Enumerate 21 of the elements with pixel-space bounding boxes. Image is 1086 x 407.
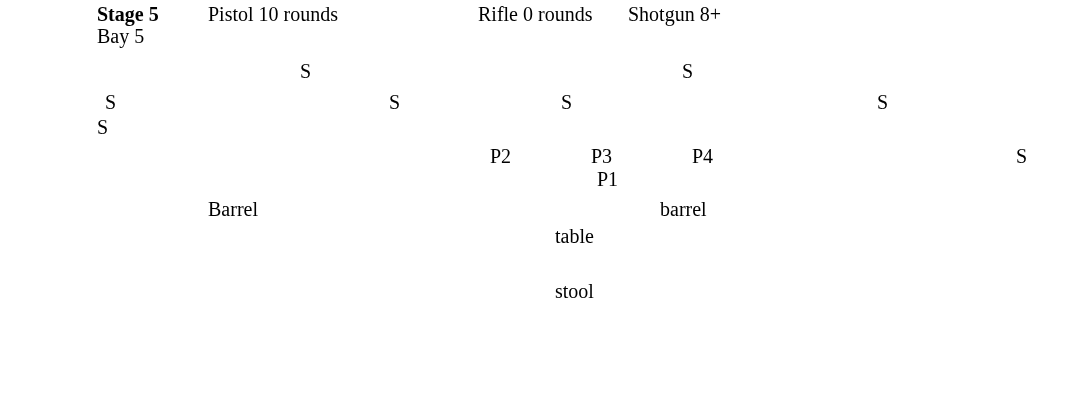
prop-label: stool bbox=[555, 280, 594, 302]
round-count-note: Rifle 0 rounds bbox=[478, 3, 593, 25]
shooter-position-marker: S bbox=[1016, 145, 1028, 167]
prop-label: table bbox=[555, 225, 594, 247]
shooter-position-marker: S bbox=[97, 116, 109, 138]
prop-label: barrel bbox=[660, 198, 707, 220]
shooter-position-marker: S bbox=[389, 91, 401, 113]
position-label: P2 bbox=[490, 145, 512, 167]
stage-title: Stage 5 bbox=[97, 3, 159, 25]
position-label: P3 bbox=[591, 145, 613, 167]
round-count-note: Pistol 10 rounds bbox=[208, 3, 339, 25]
position-label: P1 bbox=[597, 168, 619, 190]
shooter-position-marker: S bbox=[682, 60, 694, 82]
shooter-position-marker: S bbox=[105, 91, 117, 113]
shooter-position-marker: S bbox=[300, 60, 312, 82]
shooter-position-marker: S bbox=[877, 91, 889, 113]
shooter-position-marker: S bbox=[561, 91, 573, 113]
bay-label: Bay 5 bbox=[97, 25, 145, 47]
prop-label: Barrel bbox=[208, 198, 258, 220]
round-count-note: Shotgun 8+ bbox=[628, 3, 721, 25]
position-label: P4 bbox=[692, 145, 714, 167]
